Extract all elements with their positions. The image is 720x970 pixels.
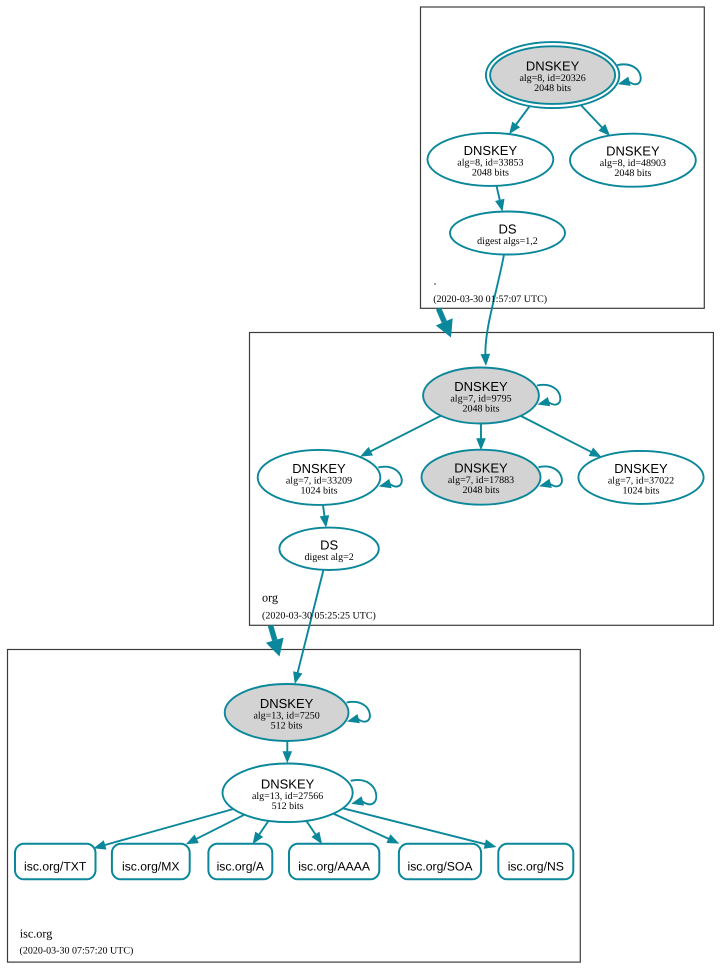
- svg-text:(2020-03-30 01:57:07 UTC): (2020-03-30 01:57:07 UTC): [433, 294, 547, 305]
- svg-text:alg=8, id=20326: alg=8, id=20326: [519, 73, 585, 84]
- svg-text:DNSKEY: DNSKEY: [454, 461, 508, 476]
- svg-text:DNSKEY: DNSKEY: [606, 144, 660, 159]
- svg-text:alg=8, id=48903: alg=8, id=48903: [600, 158, 666, 169]
- svg-text:alg=8, id=33853: alg=8, id=33853: [457, 157, 523, 168]
- svg-text:isc.org: isc.org: [20, 927, 53, 941]
- svg-text:DNSKEY: DNSKEY: [260, 696, 314, 711]
- svg-text:alg=7, id=17883: alg=7, id=17883: [448, 475, 514, 486]
- svg-text:DNSKEY: DNSKEY: [454, 379, 508, 394]
- svg-text:DNSKEY: DNSKEY: [464, 143, 518, 158]
- svg-text:digest alg=2: digest alg=2: [304, 552, 353, 563]
- svg-text:(2020-03-30 05:25:25 UTC): (2020-03-30 05:25:25 UTC): [262, 610, 376, 621]
- svg-text:DNSKEY: DNSKEY: [614, 461, 668, 476]
- svg-text:2048 bits: 2048 bits: [463, 485, 500, 496]
- svg-text:2048 bits: 2048 bits: [614, 168, 651, 179]
- svg-text:digest algs=1,2: digest algs=1,2: [477, 236, 538, 247]
- svg-text:alg=13, id=27566: alg=13, id=27566: [252, 791, 323, 802]
- svg-text:512 bits: 512 bits: [271, 721, 303, 732]
- svg-text:isc.org/NS: isc.org/NS: [508, 860, 564, 874]
- svg-text:isc.org/SOA: isc.org/SOA: [407, 860, 473, 874]
- svg-text:isc.org/TXT: isc.org/TXT: [24, 860, 87, 874]
- svg-text:isc.org/AAAA: isc.org/AAAA: [298, 860, 371, 874]
- svg-text:alg=7, id=33209: alg=7, id=33209: [286, 475, 352, 486]
- svg-text:1024 bits: 1024 bits: [301, 485, 338, 496]
- svg-text:1024 bits: 1024 bits: [623, 485, 660, 496]
- svg-text:.: .: [434, 274, 437, 288]
- svg-text:alg=7, id=9795: alg=7, id=9795: [450, 394, 511, 405]
- svg-text:2048 bits: 2048 bits: [463, 404, 500, 415]
- svg-text:DS: DS: [498, 222, 516, 237]
- svg-text:512 bits: 512 bits: [272, 801, 304, 812]
- svg-text:DS: DS: [320, 537, 338, 552]
- svg-text:DNSKEY: DNSKEY: [292, 461, 346, 476]
- svg-text:isc.org/MX: isc.org/MX: [122, 860, 180, 874]
- svg-text:DNSKEY: DNSKEY: [261, 776, 315, 791]
- svg-text:2048 bits: 2048 bits: [534, 83, 571, 94]
- svg-text:(2020-03-30 07:57:20 UTC): (2020-03-30 07:57:20 UTC): [20, 945, 134, 956]
- svg-text:org: org: [262, 591, 278, 605]
- svg-text:DNSKEY: DNSKEY: [526, 59, 580, 74]
- svg-text:alg=13, id=7250: alg=13, id=7250: [253, 711, 319, 722]
- svg-text:isc.org/A: isc.org/A: [217, 860, 265, 874]
- svg-text:alg=7, id=37022: alg=7, id=37022: [608, 475, 674, 486]
- svg-text:2048 bits: 2048 bits: [472, 167, 509, 178]
